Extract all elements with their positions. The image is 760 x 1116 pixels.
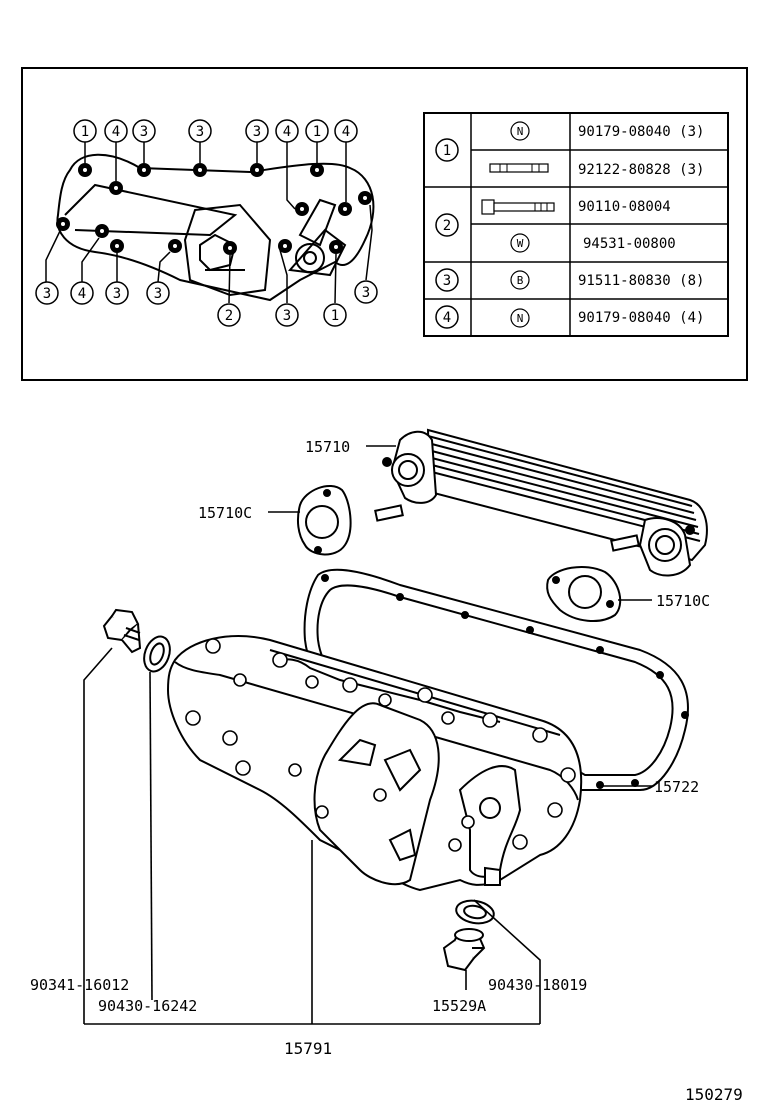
inset-bolt-dots (56, 163, 372, 255)
callout-bottom-2: 4 (70, 281, 94, 305)
callout-top-2: 4 (104, 119, 128, 143)
sym-row-6: N (517, 312, 524, 325)
callout-bottom-7: 1 (323, 303, 347, 327)
legend-part-row-4: 94531-00800 (583, 236, 676, 252)
cover-gasket (303, 568, 689, 791)
washer-left (143, 635, 171, 673)
label-90341-16012: 90341-16012 (30, 976, 129, 994)
legend-table: 1 2 3 4 N W B N 90179-08040 (3) 92122-80… (423, 112, 729, 337)
callout-bottom-1-label: 3 (43, 286, 51, 302)
label-15710c-right: 15710C (656, 592, 710, 610)
legend-key-2: 2 (435, 213, 459, 237)
label-90430-18019: 90430-18019 (488, 976, 587, 994)
legend-key-2-label: 2 (443, 218, 451, 234)
callout-top-5-label: 3 (253, 124, 261, 140)
callout-top-4-label: 3 (196, 124, 204, 140)
bolt-b-icon: B (510, 270, 530, 290)
callout-top-3: 3 (132, 119, 156, 143)
callout-top-1-label: 1 (81, 124, 89, 140)
callout-top-4: 3 (188, 119, 212, 143)
oil-cooler-cover (166, 635, 583, 892)
sym-row-5: B (517, 274, 524, 287)
callout-top-8: 4 (334, 119, 358, 143)
legend-key-1-label: 1 (443, 143, 451, 159)
callout-top-6: 4 (275, 119, 299, 143)
sym-row-1: N (517, 125, 524, 138)
washer-w-icon: W (510, 233, 530, 253)
figure-number: 150279 (685, 1085, 743, 1104)
callout-bottom-5-label: 2 (225, 308, 233, 324)
callout-top-5: 3 (245, 119, 269, 143)
legend-part-row-3: 90110-08004 (578, 199, 671, 215)
callout-bottom-3-label: 3 (113, 286, 121, 302)
nut-n-icon-2: N (510, 308, 530, 328)
callout-bottom-4-label: 3 (154, 286, 162, 302)
inset-leaders (45, 142, 373, 304)
callout-bottom-6: 3 (275, 303, 299, 327)
callout-top-2-label: 4 (112, 124, 120, 140)
label-15791: 15791 (284, 1039, 332, 1058)
callout-bottom-5: 2 (217, 303, 241, 327)
label-90430-16242: 90430-16242 (98, 997, 197, 1015)
label-15710c-left: 15710C (198, 504, 252, 522)
callout-top-3-label: 3 (140, 124, 148, 140)
drain-plug-bottom (442, 928, 486, 972)
nut-n-icon-1: N (510, 121, 530, 141)
callout-bottom-4: 3 (146, 281, 170, 305)
hex-bolt-icon (481, 199, 555, 215)
sym-row-4: W (517, 237, 524, 250)
label-15710: 15710 (305, 438, 350, 456)
inset-frame (21, 67, 748, 381)
inset-callouts-bottom: 3 4 3 3 2 3 1 3 (35, 280, 378, 327)
legend-key-4-label: 4 (443, 310, 451, 326)
label-15529a: 15529A (432, 997, 486, 1015)
washer-bottom (455, 899, 495, 925)
inset-callouts-top: 1 4 3 3 3 4 1 4 (73, 119, 358, 143)
gasket-right (546, 565, 622, 622)
inset-bolt-dot-centers (61, 168, 367, 250)
oil-cooler-element (374, 428, 708, 577)
callout-bottom-1: 3 (35, 281, 59, 305)
callout-top-7: 1 (305, 119, 329, 143)
callout-top-8-label: 4 (342, 124, 350, 140)
legend-key-4: 4 (435, 305, 459, 329)
inset-cover-outline (56, 153, 375, 302)
cover-bolt-bosses (185, 638, 576, 852)
stud-bolt-icon (489, 163, 549, 173)
callout-bottom-3: 3 (105, 281, 129, 305)
callout-bottom-7-label: 1 (331, 308, 339, 324)
legend-part-row-6: 90179-08040 (4) (578, 310, 704, 326)
label-15722: 15722 (654, 778, 699, 796)
legend-table-grid (424, 113, 728, 336)
callout-top-1: 1 (73, 119, 97, 143)
callout-top-7-label: 1 (313, 124, 321, 140)
main-leaders (83, 445, 652, 1025)
callout-bottom-8-label: 3 (362, 285, 370, 301)
gasket-left (296, 485, 352, 556)
legend-part-row-5: 91511-80830 (8) (578, 273, 704, 289)
legend-key-3: 3 (435, 268, 459, 292)
drain-plug-left (102, 608, 142, 654)
callout-bottom-6-label: 3 (283, 308, 291, 324)
legend-key-1: 1 (435, 138, 459, 162)
callout-top-6-label: 4 (283, 124, 291, 140)
legend-part-row-2: 92122-80828 (3) (578, 162, 704, 178)
callout-bottom-2-label: 4 (78, 286, 86, 302)
callout-bottom-8: 3 (354, 280, 378, 304)
legend-part-row-1: 90179-08040 (3) (578, 124, 704, 140)
legend-key-3-label: 3 (443, 273, 451, 289)
